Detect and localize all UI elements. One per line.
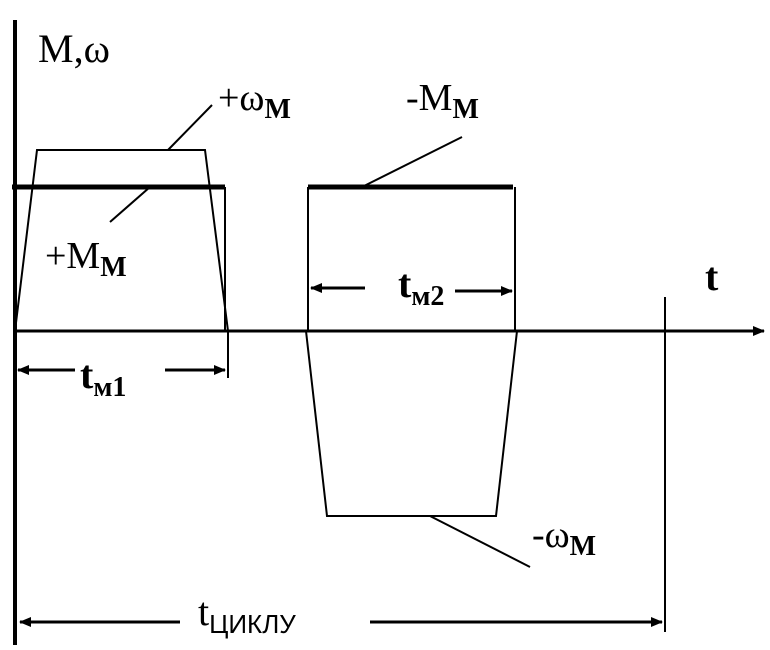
omega-negative-trapezoid	[305, 330, 518, 517]
moment-negative-leader	[361, 136, 463, 188]
axis-label: M,ω	[38, 26, 110, 71]
tm2-label: tм2	[398, 261, 444, 312]
omega-positive-trapezoid	[14, 149, 229, 332]
omega-negative-leader	[429, 515, 531, 568]
omega-positive-label: +ωM	[218, 77, 291, 125]
moment-positive-leader	[109, 186, 151, 223]
omega-positive-leader	[167, 104, 213, 151]
tm1-label: tм1	[80, 352, 126, 403]
moment-positive-label: +MM	[45, 235, 127, 283]
tcycle-label: tЦИКЛУ	[198, 589, 296, 639]
moment-negative-label: -MM	[406, 77, 479, 125]
time-label: t	[705, 254, 719, 299]
omega-negative-label: -ωM	[532, 514, 596, 562]
